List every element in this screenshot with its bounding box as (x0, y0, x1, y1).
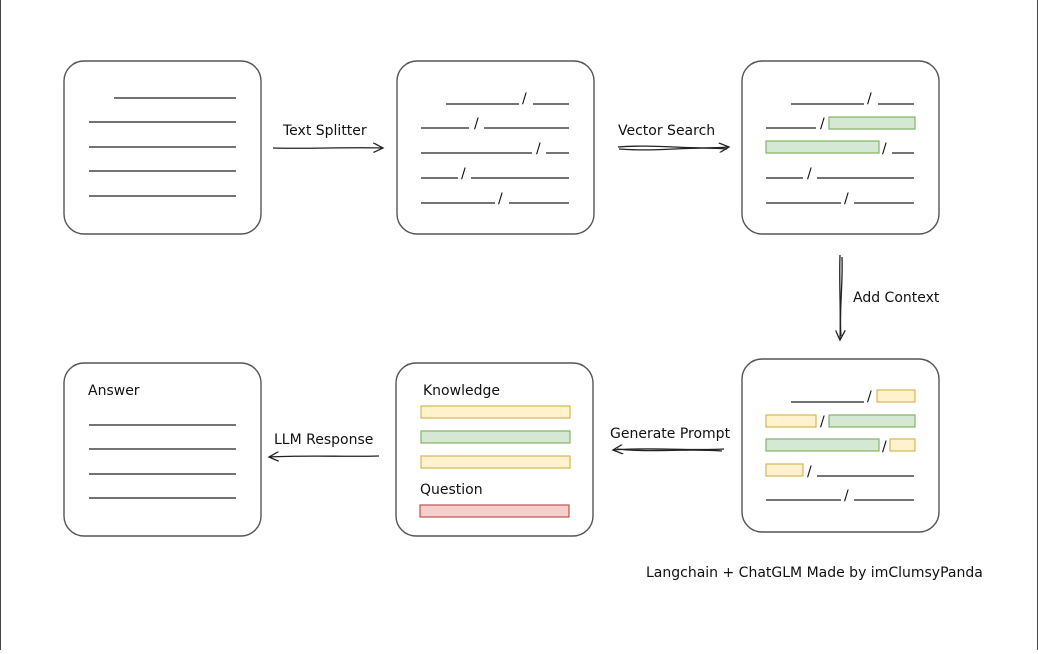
svg-text:/: / (820, 414, 825, 430)
knowledge-block (420, 405, 571, 419)
svg-text:/: / (807, 464, 812, 480)
svg-text:/: / (807, 166, 812, 182)
arrow-right-icon (617, 146, 729, 148)
knowledge-block (420, 430, 571, 444)
matched-chunk-highlight (765, 438, 880, 452)
context-highlight (876, 389, 916, 403)
prompt-card: Knowledge Question (395, 362, 594, 537)
chunks-card: / / / / / (396, 60, 595, 235)
svg-text:/: / (844, 488, 849, 504)
add-context-label: Add Context (853, 290, 940, 306)
svg-text:/: / (474, 116, 479, 132)
matched-chunk-highlight (828, 116, 916, 130)
text-splitter-label: Text Splitter (282, 123, 367, 139)
context-chunks-card: / / / / / (741, 358, 940, 533)
generate-prompt-label: Generate Prompt (610, 426, 731, 442)
text-splitter-edge: Text Splitter (272, 123, 383, 149)
vector-search-edge: Vector Search (617, 123, 729, 150)
matched-chunk-highlight (765, 140, 880, 154)
svg-text:/: / (461, 166, 466, 182)
llm-response-label: LLM Response (274, 432, 373, 448)
context-highlight (889, 438, 916, 452)
credit-text: Langchain + ChatGLM Made by imClumsyPand… (646, 565, 983, 581)
document-card (63, 60, 262, 235)
vector-search-label: Vector Search (618, 123, 715, 139)
search-results-card: / / / / / (741, 60, 940, 235)
svg-text:/: / (536, 141, 541, 157)
svg-text:/: / (882, 141, 887, 157)
context-highlight (765, 463, 804, 477)
arrow-right-icon (272, 148, 383, 149)
arrow-left-icon (269, 456, 380, 457)
svg-text:/: / (882, 439, 887, 455)
question-label: Question (420, 482, 483, 498)
llm-response-edge: LLM Response (269, 432, 380, 457)
svg-text:/: / (867, 91, 872, 107)
svg-text:/: / (844, 191, 849, 207)
generate-prompt-edge: Generate Prompt (610, 426, 731, 451)
answer-label: Answer (88, 383, 140, 399)
svg-text:/: / (867, 389, 872, 405)
matched-chunk-highlight (828, 414, 916, 428)
add-context-edge: Add Context (840, 254, 940, 340)
question-block (419, 504, 570, 518)
context-highlight (765, 414, 817, 428)
svg-text:/: / (522, 91, 527, 107)
knowledge-block (420, 455, 571, 469)
knowledge-label: Knowledge (423, 383, 500, 399)
svg-text:/: / (820, 116, 825, 132)
svg-text:/: / (498, 191, 503, 207)
answer-card: Answer (63, 362, 262, 537)
